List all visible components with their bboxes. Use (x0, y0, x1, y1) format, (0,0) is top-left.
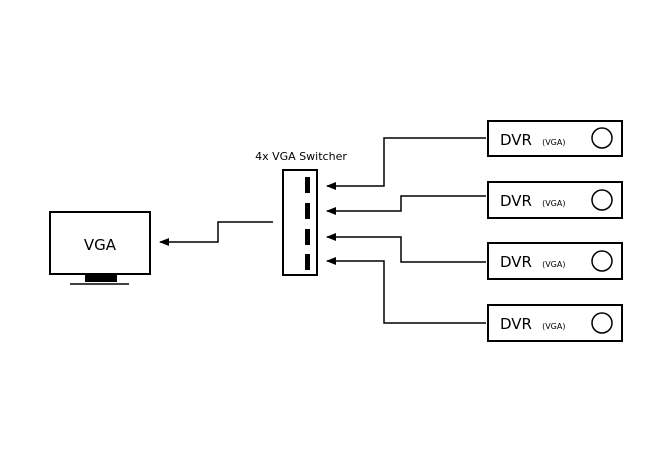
dvr-4-interface: (VGA) (542, 322, 565, 331)
dvr-1-interface: (VGA) (542, 138, 565, 147)
monitor: VGA (49, 211, 151, 285)
dvr-1-name: DVR (500, 131, 532, 149)
dvr-4-connector (326, 257, 486, 324)
svg-text:DVR (VGA): DVR (VGA) (500, 252, 565, 271)
dvr-1-power-button-icon (591, 127, 613, 149)
monitor-stand (85, 275, 117, 282)
switcher-label: 4x VGA Switcher (255, 150, 347, 163)
dvr-2: DVR (VGA) (487, 181, 623, 219)
dvr-1-connector (326, 137, 486, 190)
dvr-4-power-button-icon (591, 312, 613, 334)
monitor-screen (49, 211, 151, 275)
dvr-3-name: DVR (500, 253, 532, 271)
switcher-box (282, 169, 318, 276)
dvr-1: DVR (VGA) (487, 120, 623, 157)
svg-text:DVR (VGA): DVR (VGA) (500, 191, 565, 210)
switcher: 4x VGA Switcher (255, 150, 347, 276)
dvr-3-power-button-icon (591, 250, 613, 272)
svg-text:DVR (VGA): DVR (VGA) (500, 314, 565, 333)
dvr-4-name: DVR (500, 315, 532, 333)
monitor-label: VGA (84, 236, 117, 254)
dvr-4: DVR (VGA) (487, 304, 623, 342)
output-connector (159, 221, 273, 246)
dvr-2-interface: (VGA) (542, 199, 565, 208)
dvr-2-connector (326, 195, 486, 215)
svg-text:DVR (VGA): DVR (VGA) (500, 130, 565, 149)
dvr-3: DVR (VGA) (487, 242, 623, 280)
dvr-2-power-button-icon (591, 189, 613, 211)
switcher-port-4 (305, 254, 310, 270)
dvr-3-connector (326, 233, 486, 263)
dvr-2-name: DVR (500, 192, 532, 210)
switcher-port-1 (305, 177, 310, 193)
switcher-port-2 (305, 203, 310, 219)
dvr-3-interface: (VGA) (542, 260, 565, 269)
switcher-port-3 (305, 229, 310, 245)
